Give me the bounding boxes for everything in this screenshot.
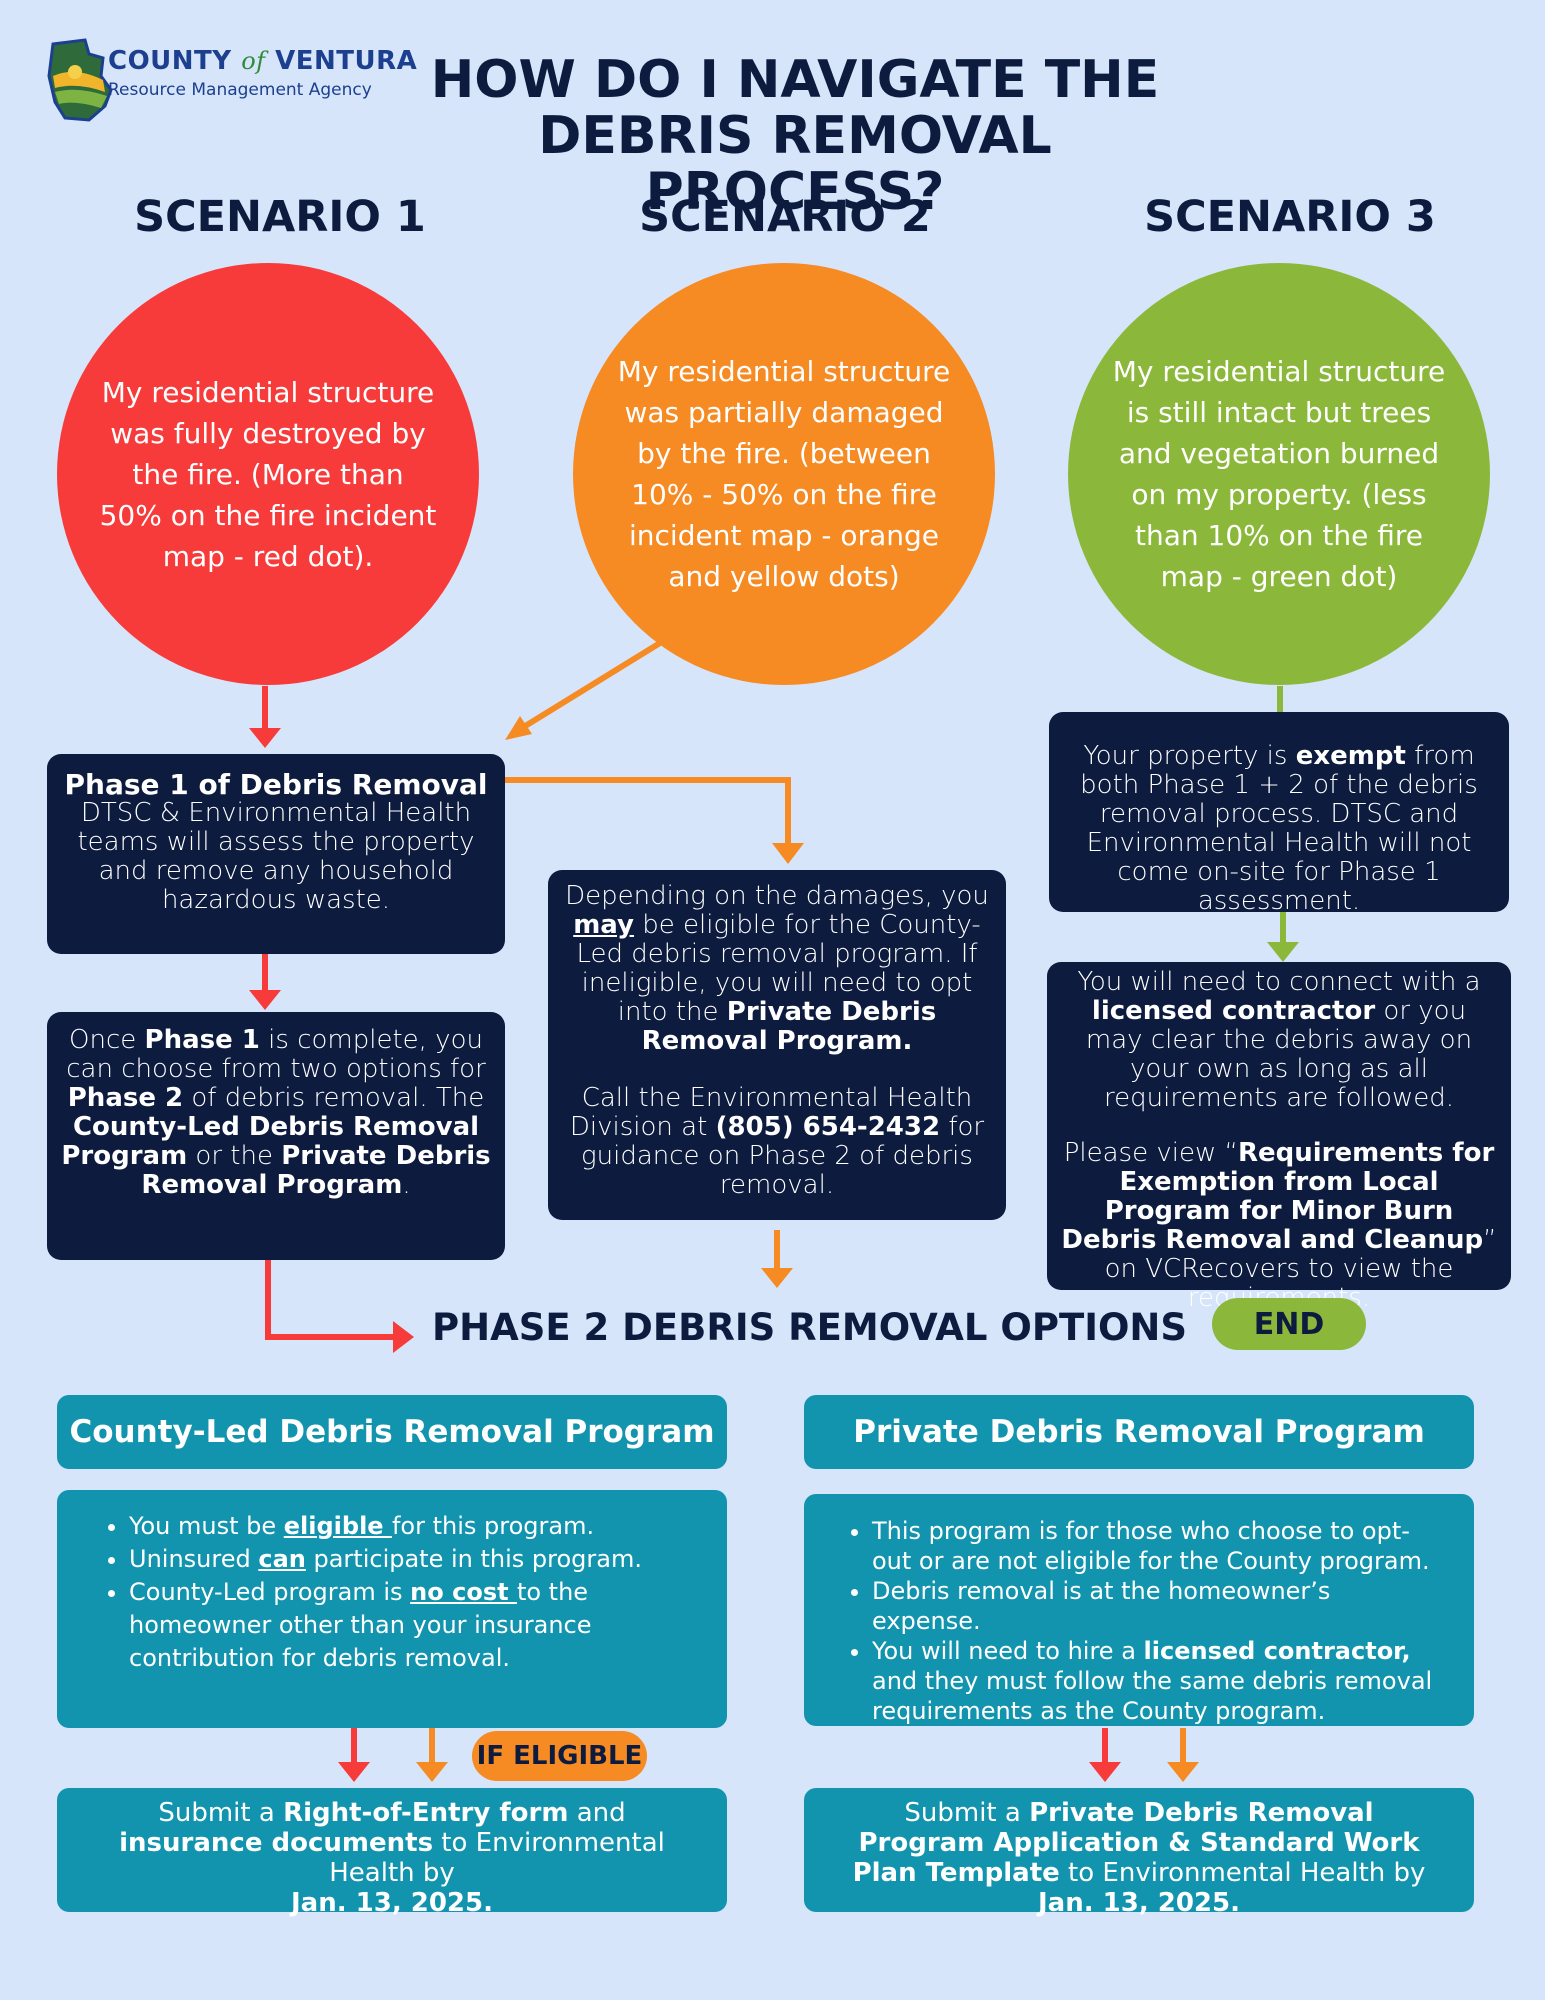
arrow-exempt-to-contractor	[1267, 910, 1299, 962]
if-eligible-badge: IF ELIGIBLE	[472, 1731, 647, 1781]
logo-subtitle: Resource Management Agency	[108, 80, 372, 100]
county-logo	[45, 36, 385, 126]
scenario2-info-box: Depending on the damages, you may be eli…	[548, 870, 1006, 1220]
logo-text: COUNTY of VENTURA Resource Management Ag…	[108, 46, 417, 100]
scenario-3-heading: SCENARIO 3	[1144, 192, 1436, 242]
list-item: Uninsured can participate in this progra…	[129, 1543, 687, 1576]
private-submit-box: Submit a Private Debris Removal Program …	[804, 1788, 1474, 1918]
phase1-text: DTSC & Environmental Health teams will a…	[77, 798, 475, 915]
scenario-1-heading: SCENARIO 1	[134, 192, 426, 242]
county-submit-box: Submit a Right-of-Entry form and insuran…	[57, 1788, 727, 1918]
arrow-scenario2-to-phase1	[505, 640, 662, 740]
phase1-title: Phase 1 of Debris Removal	[64, 768, 488, 801]
private-program-details: This program is for those who choose to …	[804, 1494, 1474, 1726]
private-program-heading: Private Debris Removal Program	[804, 1395, 1474, 1469]
exempt-box: Your property is exempt from both Phase …	[1049, 712, 1509, 916]
county-program-heading: County-Led Debris Removal Program	[57, 1395, 727, 1469]
arrow-county-orange	[416, 1728, 448, 1782]
county-program-details: You must be eligible for this program. U…	[57, 1490, 727, 1728]
arrow-private-orange	[1167, 1728, 1199, 1782]
list-item: County-Led program is no cost to the hom…	[129, 1576, 687, 1675]
scenario-1-circle: My residential structure was fully destr…	[57, 263, 479, 685]
contractor-box: You will need to connect with a licensed…	[1047, 962, 1511, 1313]
arrow-county-red	[338, 1728, 370, 1782]
arrow-private-red	[1089, 1728, 1121, 1782]
phase1-box: Phase 1 of Debris Removal DTSC & Environ…	[47, 754, 505, 954]
phase2-heading: PHASE 2 DEBRIS REMOVAL OPTIONS	[432, 1306, 1188, 1349]
phase1-complete-box: Once Phase 1 is complete, you can choose…	[47, 1012, 505, 1260]
scenario-2-circle: My residential structure was partially d…	[573, 263, 995, 685]
arrow-complete-to-phase2	[265, 1260, 414, 1353]
phone-number: (805) 654-2432	[715, 1112, 941, 1142]
arrow-phase1-to-scenario2-box	[505, 777, 804, 864]
scenario-2-heading: SCENARIO 2	[639, 192, 931, 242]
list-item: You must be eligible for this program.	[129, 1510, 687, 1543]
arrow-scenario2-box-to-phase2	[761, 1230, 793, 1288]
arrow-scenario1-to-phase1	[249, 686, 281, 748]
list-item: Debris removal is at the homeowner’s exp…	[872, 1576, 1438, 1636]
list-item: This program is for those who choose to …	[872, 1516, 1438, 1576]
scenario-3-circle: My residential structure is still intact…	[1068, 263, 1490, 685]
county-map-icon	[47, 38, 113, 122]
logo-name: COUNTY of VENTURA	[108, 46, 418, 76]
end-badge: END	[1212, 1298, 1366, 1350]
list-item: You will need to hire a licensed contrac…	[872, 1636, 1438, 1726]
page-title: HOW DO I NAVIGATE THE DEBRIS REMOVAL PRO…	[430, 50, 1160, 222]
